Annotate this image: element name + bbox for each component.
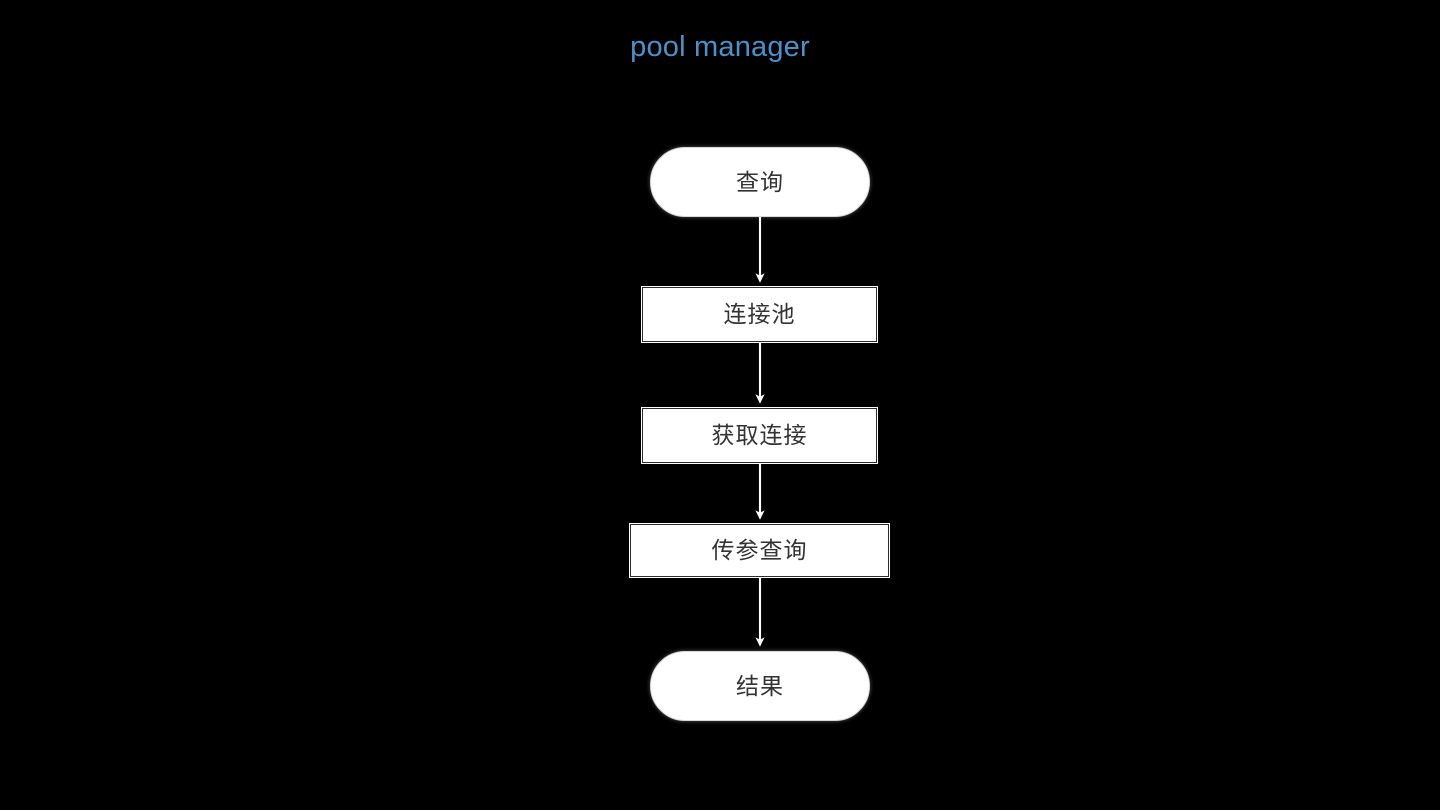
flow-node-acquire[interactable]: 获取连接 — [641, 407, 878, 464]
flow-node-result-label: 结果 — [736, 672, 784, 699]
flow-node-pool[interactable]: 连接池 — [641, 286, 878, 343]
flow-node-params-label: 传参查询 — [711, 537, 808, 563]
flow-node-pool-label: 连接池 — [723, 301, 796, 327]
flow-node-acquire-label: 获取连接 — [711, 422, 808, 448]
flow-node-params[interactable]: 传参查询 — [629, 523, 890, 578]
flow-node-query-label: 查询 — [736, 168, 784, 195]
page-title: pool manager — [630, 31, 810, 63]
flow-node-result[interactable]: 结果 — [650, 651, 870, 721]
flow-node-query[interactable]: 查询 — [650, 147, 870, 217]
